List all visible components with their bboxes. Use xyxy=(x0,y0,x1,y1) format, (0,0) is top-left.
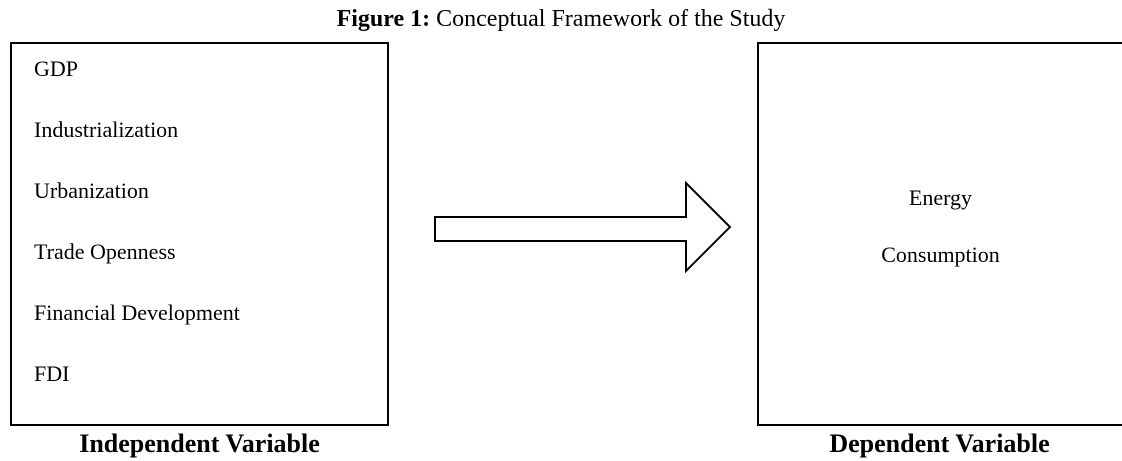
variable-financial-development: Financial Development xyxy=(34,300,240,325)
figure-title: Figure 1: Conceptual Framework of the St… xyxy=(0,2,1122,36)
right-arrow-icon xyxy=(434,180,732,274)
variable-industrialization: Industrialization xyxy=(34,117,179,142)
variable-fdi: FDI xyxy=(34,361,70,386)
variable-gdp: GDP xyxy=(34,56,79,81)
independent-variables-box: GDP Industrialization Urbanization Trade… xyxy=(10,42,389,426)
variable-urbanization: Urbanization xyxy=(34,178,149,203)
dependent-variable-box: Energy Consumption xyxy=(757,42,1122,426)
arrow-shape xyxy=(434,180,732,274)
dependent-variable-line-1: Energy xyxy=(908,185,973,210)
variable-trade-openness: Trade Openness xyxy=(34,239,176,264)
dependent-variable-line-2: Consumption xyxy=(881,242,1000,267)
figure-title-prefix: Figure 1: xyxy=(336,6,431,32)
dependent-variable-caption: Dependent Variable xyxy=(829,429,1050,458)
independent-variable-caption: Independent Variable xyxy=(79,429,320,458)
figure-title-text: Conceptual Framework of the Study xyxy=(430,6,786,32)
